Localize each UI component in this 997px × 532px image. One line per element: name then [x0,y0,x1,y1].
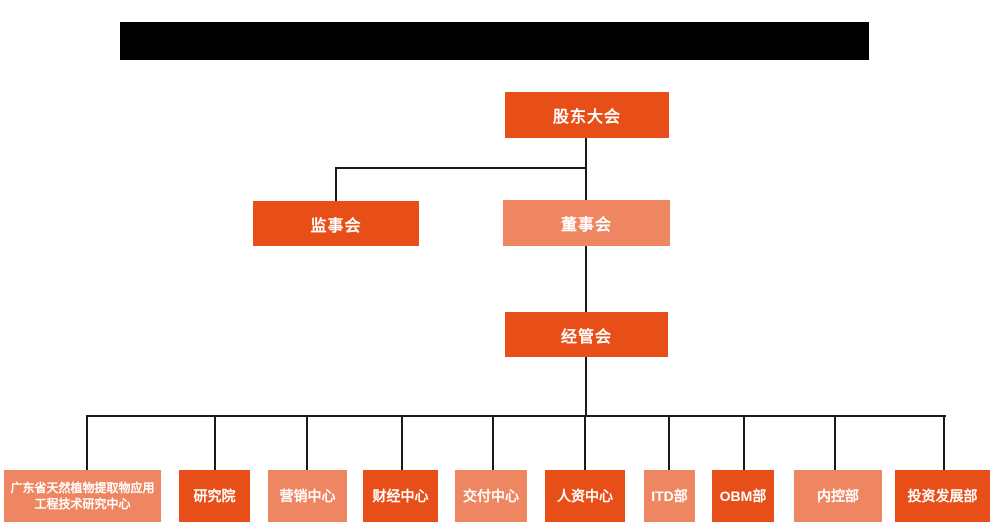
connector-dept-drop [401,415,403,470]
org-box-dept-investment-development: 投资发展部 [895,470,990,522]
org-box-dept-finance-center: 财经中心 [363,470,438,522]
org-box-dept-research-institute: 研究院 [179,470,250,522]
connector-branch-horizontal [335,167,587,169]
redacted-title-bar [120,22,869,60]
connector-dept-drop [86,415,88,470]
connector-dept-drop [943,415,945,470]
connector-dept-drop [834,415,836,470]
org-box-management-committee: 经管会 [505,312,668,357]
org-box-dept-delivery-center: 交付中心 [455,470,527,522]
connector-dept-drop [584,415,586,470]
connector-management-down [585,357,587,416]
connector-board-to-management [585,246,587,312]
connector-dept-drop [214,415,216,470]
connector-dept-drop [492,415,494,470]
org-box-dept-research-center: 广东省天然植物提取物应用工程技术研究中心 [4,470,161,522]
connector-dept-drop [743,415,745,470]
org-box-shareholders-meeting: 股东大会 [505,92,669,138]
connector-dept-drop [668,415,670,470]
org-box-dept-itd: ITD部 [644,470,695,522]
org-box-board-of-directors: 董事会 [503,200,670,246]
org-box-dept-marketing-center: 营销中心 [268,470,347,522]
org-box-dept-hr-center: 人资中心 [545,470,625,522]
connector-shareholders-down [585,138,587,201]
connector-supervisory-drop [335,167,337,201]
org-box-supervisory-board: 监事会 [253,201,419,246]
org-box-dept-internal-control: 内控部 [794,470,882,522]
connector-distribution-horizontal [86,415,946,417]
org-box-dept-obm: OBM部 [712,470,774,522]
connector-dept-drop [306,415,308,470]
